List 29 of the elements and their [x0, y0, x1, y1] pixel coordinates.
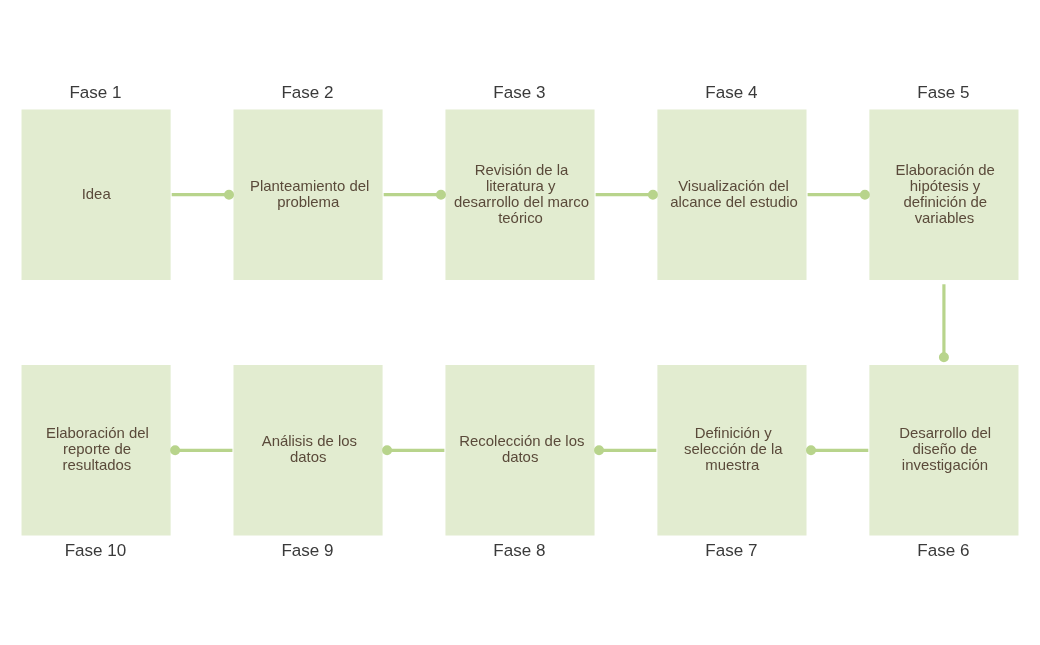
node-box: Visualización del alcance del estudio	[657, 109, 807, 280]
node-label: Fase 7	[705, 540, 758, 560]
node-label: Fase 4	[705, 82, 758, 102]
node-box: Elaboración del reporte de resultados	[21, 365, 171, 536]
node-label: Fase 2	[281, 82, 334, 102]
connector	[171, 189, 234, 200]
node-label: Fase 10	[64, 540, 127, 560]
node-box: Análisis de los datos	[233, 365, 383, 536]
node-box: Planteamiento del problema	[233, 109, 383, 280]
connector	[806, 445, 869, 456]
connector	[383, 189, 446, 200]
node-box: Elaboración de hipótesis y definición de variables	[869, 109, 1019, 280]
connector	[807, 189, 870, 200]
connector	[595, 189, 658, 200]
connector	[594, 445, 657, 456]
connector	[382, 445, 445, 456]
connector	[170, 445, 233, 456]
node-label: Fase 6	[917, 540, 970, 560]
node-box: Revisión de la literatura y desarrollo del marco teórico	[445, 109, 595, 280]
node-label: Fase 8	[493, 540, 546, 560]
node-label: Fase 5	[917, 82, 970, 102]
connector	[938, 284, 949, 363]
node-label: Fase 9	[281, 540, 334, 560]
node-label: Fase 1	[69, 82, 122, 102]
node-box: Desarrollo del diseño de investigación	[869, 365, 1019, 536]
node-box: Definición y selección de la muestra	[657, 365, 807, 536]
node-box: Recolección de los datos	[445, 365, 595, 536]
node-label: Fase 3	[493, 82, 546, 102]
node-box: Idea	[21, 109, 171, 280]
